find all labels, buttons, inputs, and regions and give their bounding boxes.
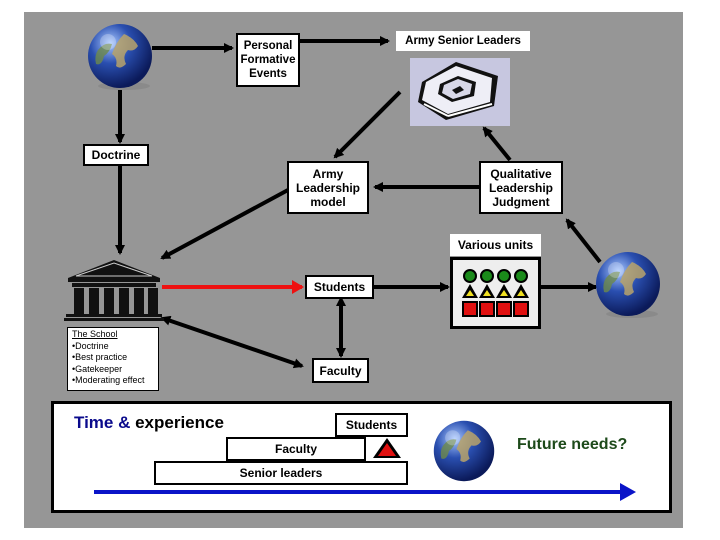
timeline-title-part1: Time & xyxy=(74,413,131,432)
school-description: The School •Doctrine •Best practice •Gat… xyxy=(67,327,159,391)
school-title: The School xyxy=(72,329,118,339)
globe-icon xyxy=(88,24,152,90)
school-bullet: •Moderating effect xyxy=(72,375,145,385)
units-box xyxy=(450,257,541,329)
qualitative-leadership-judgment-box: Qualitative Leadership Judgment xyxy=(479,161,563,214)
timeline-title: Time & experience xyxy=(74,413,224,433)
unit-symbols-icon xyxy=(462,269,529,317)
timeline-students-box: Students xyxy=(335,413,408,437)
school-building-icon xyxy=(64,260,164,321)
personal-formative-events-box: Personal Formative Events xyxy=(236,33,300,87)
school-bullet: •Doctrine xyxy=(72,340,109,351)
unit-circles xyxy=(463,269,528,283)
future-needs-label: Future needs? xyxy=(517,436,628,453)
pentagon-building-icon xyxy=(410,58,510,126)
army-senior-leaders-label: Army Senior Leaders xyxy=(396,31,530,51)
various-units-label: Various units xyxy=(450,234,541,256)
globe-icon xyxy=(433,420,495,482)
school-bullet: •Best practice xyxy=(72,352,128,362)
warning-triangle-icon xyxy=(373,438,401,458)
army-leadership-model-box: Army Leadership model xyxy=(287,161,369,214)
school-bullet: •Gatekeeper xyxy=(72,363,123,374)
unit-squares xyxy=(462,301,529,317)
unit-triangles xyxy=(462,284,529,298)
doctrine-box: Doctrine xyxy=(83,144,149,166)
timeline-senior-leaders-box: Senior leaders xyxy=(154,461,408,485)
timeline-title-part2: experience xyxy=(130,413,224,432)
faculty-box: Faculty xyxy=(312,358,369,383)
globe-icon xyxy=(596,252,660,318)
timeline-faculty-box: Faculty xyxy=(226,437,366,461)
students-box: Students xyxy=(305,275,374,299)
timeline-arrow xyxy=(94,483,636,501)
